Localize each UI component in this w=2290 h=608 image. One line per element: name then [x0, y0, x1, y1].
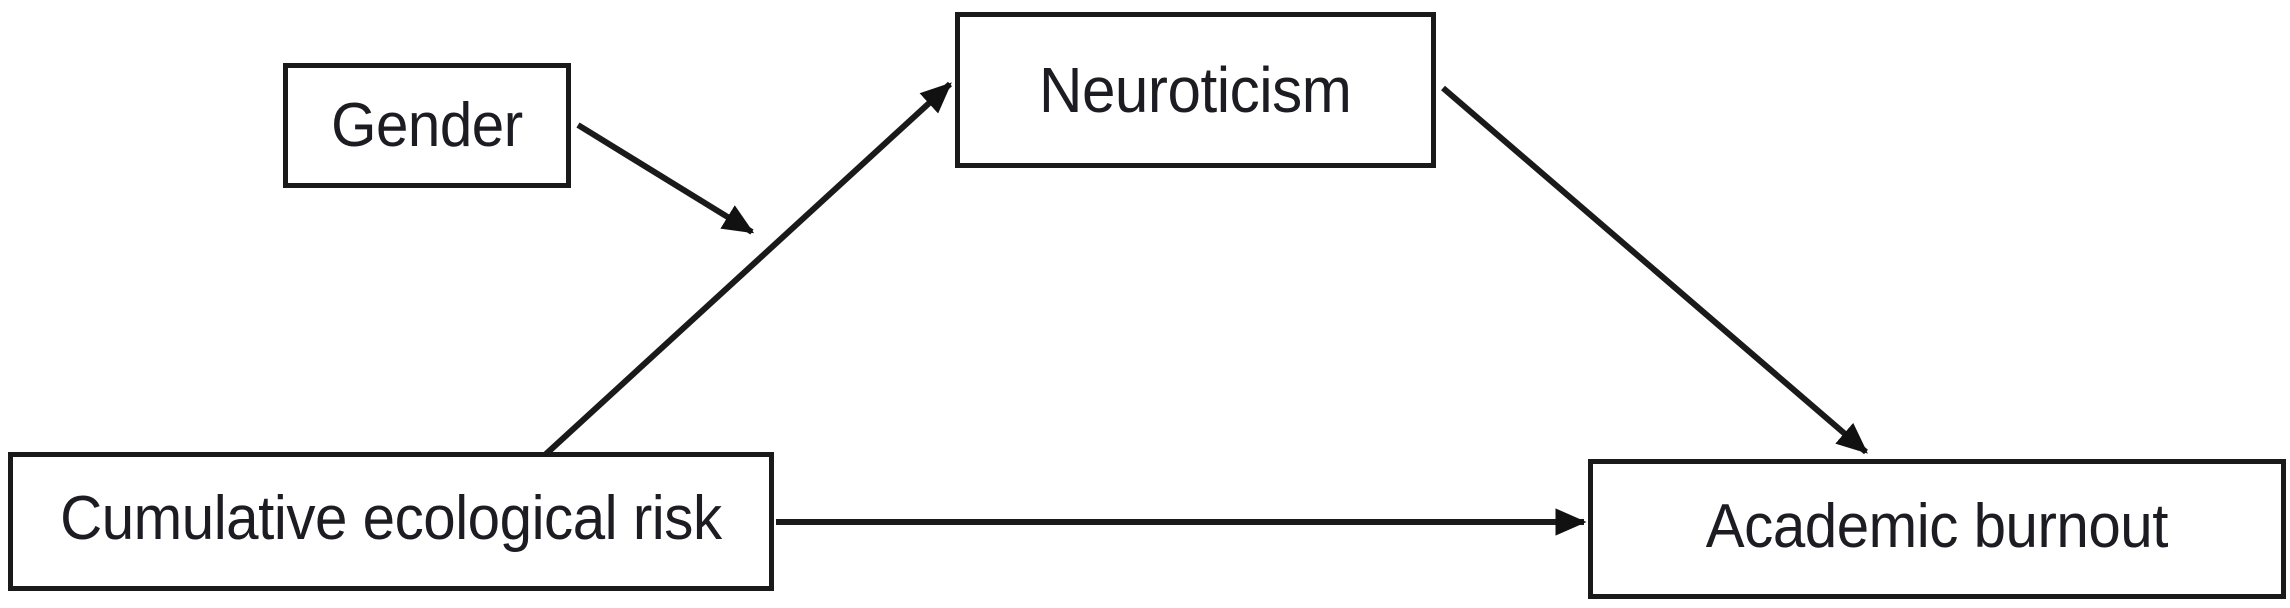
- edge-gender-to-path: [576, 122, 755, 235]
- node-cumulative-ecological-risk-label: Cumulative ecological risk: [60, 483, 722, 553]
- node-neuroticism-label: Neuroticism: [1039, 54, 1352, 126]
- node-academic-burnout-label: Academic burnout: [1705, 492, 2169, 561]
- node-gender[interactable]: Gender: [283, 63, 571, 188]
- node-neuroticism[interactable]: Neuroticism: [955, 12, 1436, 168]
- edge-cer-to-neuroticism: [543, 81, 953, 457]
- node-cumulative-ecological-risk[interactable]: Cumulative ecological risk: [8, 452, 774, 591]
- node-gender-label: Gender: [331, 90, 523, 160]
- edge-neuroticism-to-burnout: [1441, 85, 1868, 455]
- node-academic-burnout[interactable]: Academic burnout: [1588, 459, 2286, 599]
